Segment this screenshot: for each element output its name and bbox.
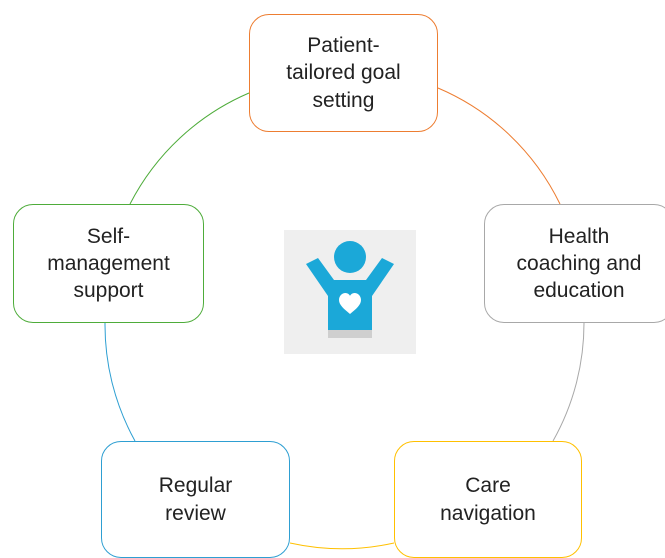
person-with-heart-icon xyxy=(284,230,416,354)
arc-coaching-to-care xyxy=(552,322,585,442)
arc-self-to-goal xyxy=(129,92,250,205)
node-patient-tailored-goal-setting: Patient- tailored goal setting xyxy=(249,14,438,132)
node-care-navigation: Care navigation xyxy=(394,441,582,558)
arc-care-to-review xyxy=(289,542,395,550)
node-health-coaching-and-education: Health coaching and education xyxy=(484,204,665,323)
arc-goal-to-coaching xyxy=(437,87,561,205)
node-regular-review: Regular review xyxy=(101,441,290,558)
arc-review-to-self xyxy=(104,322,136,442)
node-self-management-support: Self- management support xyxy=(13,204,204,323)
